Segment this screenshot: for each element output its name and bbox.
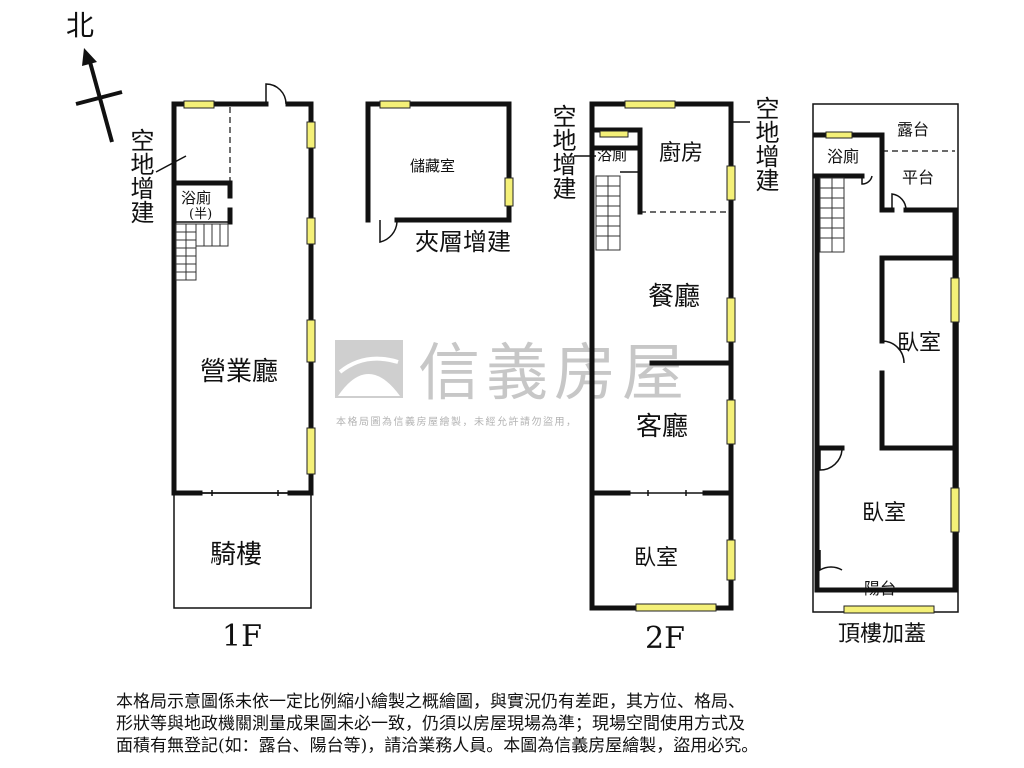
window xyxy=(843,605,935,614)
note-open-space-extension: 空地增建 xyxy=(126,128,154,224)
window xyxy=(825,131,853,139)
window xyxy=(726,165,736,201)
floor-2: 浴廁 廚房 餐廳 客廳 臥室 2F 空地增建 空地增建 xyxy=(548,96,779,656)
room-label-bath: 浴廁 xyxy=(827,147,859,166)
window xyxy=(379,100,411,109)
watermark: 信義房屋 本格局圖為信義房屋繪製，未經允許請勿盜用， xyxy=(335,336,690,428)
window xyxy=(624,100,676,109)
room-label-bath-note: (半) xyxy=(189,207,212,222)
roof-outline xyxy=(812,103,959,613)
window xyxy=(504,177,514,207)
room-label-dining: 餐廳 xyxy=(648,282,700,312)
room-label-bedroom-2: 臥室 xyxy=(862,501,906,526)
note-open-space-extension-left: 空地增建 xyxy=(548,104,576,200)
disclaimer-line-2: 形狀等與地政機關測量成果圖未必一致，仍須以房屋現場為準；現場空間使用方式及 xyxy=(116,714,745,734)
room-label-terrace: 露台 xyxy=(897,120,929,139)
room-label-platform: 平台 xyxy=(902,168,934,187)
floor-2-caption: 2F xyxy=(645,621,685,656)
north-arrow-icon xyxy=(82,48,97,66)
room-label-bath: 浴廁 xyxy=(597,146,627,164)
north-compass: 北 xyxy=(66,9,123,143)
room-label-bedroom: 臥室 xyxy=(634,546,678,571)
window xyxy=(726,297,736,343)
roof-caption: 頂樓加蓋 xyxy=(838,622,926,647)
floor-1-caption: 1F xyxy=(222,619,262,654)
window xyxy=(950,487,960,533)
mezzanine: 儲藏室 夾層增建 xyxy=(365,100,514,256)
room-label-arcade: 騎樓 xyxy=(210,540,262,570)
window xyxy=(306,217,316,245)
room-label-kitchen: 廚房 xyxy=(659,141,703,166)
watermark-brand: 信義房屋 xyxy=(418,336,690,409)
floor-1-walls xyxy=(171,101,314,496)
window xyxy=(950,277,960,323)
window xyxy=(726,539,736,581)
room-label-balcony: 陽台 xyxy=(864,579,896,598)
disclaimer-line-3: 面積有無登記(如：露台、陽台等)，請洽業務人員。本圖為信義房屋繪製，盜用必究。 xyxy=(116,736,759,756)
room-label-living: 客廳 xyxy=(636,412,688,442)
north-label: 北 xyxy=(66,9,94,42)
disclaimer-text: 本格局示意圖係未依一定比例縮小繪製之概繪圖，與實況仍有差距，其方位、格局、 形狀… xyxy=(116,691,916,757)
window xyxy=(599,130,629,138)
roof-floor: 露台 平台 浴廁 臥室 臥室 陽台 頂樓加蓋 xyxy=(812,103,960,647)
window xyxy=(306,427,316,475)
window xyxy=(306,319,316,363)
mezzanine-walls xyxy=(365,101,512,223)
room-label-bath: 浴廁 xyxy=(181,189,211,207)
window xyxy=(306,121,316,149)
roof-stairs xyxy=(819,177,845,253)
window xyxy=(183,100,215,109)
floor-1: 浴廁 (半) 營業廳 騎樓 1F 空地增建 xyxy=(126,83,316,654)
disclaimer-line-1: 本格局示意圖係未依一定比例縮小繪製之概繪圖，與實況仍有差距，其方位、格局、 xyxy=(116,692,745,712)
window xyxy=(726,399,736,445)
watermark-logo xyxy=(335,340,403,398)
floor-2-walls xyxy=(589,101,734,611)
room-label-shop: 營業廳 xyxy=(200,357,278,387)
room-label-bedroom-1: 臥室 xyxy=(897,331,941,356)
window xyxy=(635,603,717,612)
room-label-storage: 儲藏室 xyxy=(410,157,455,175)
watermark-notice: 本格局圖為信義房屋繪製，未經允許請勿盜用， xyxy=(336,415,578,428)
mezzanine-caption: 夾層增建 xyxy=(415,228,511,256)
floor-1-stairs xyxy=(175,223,229,281)
floor-2-stairs xyxy=(595,175,621,251)
note-open-space-extension-right: 空地增建 xyxy=(751,96,779,192)
